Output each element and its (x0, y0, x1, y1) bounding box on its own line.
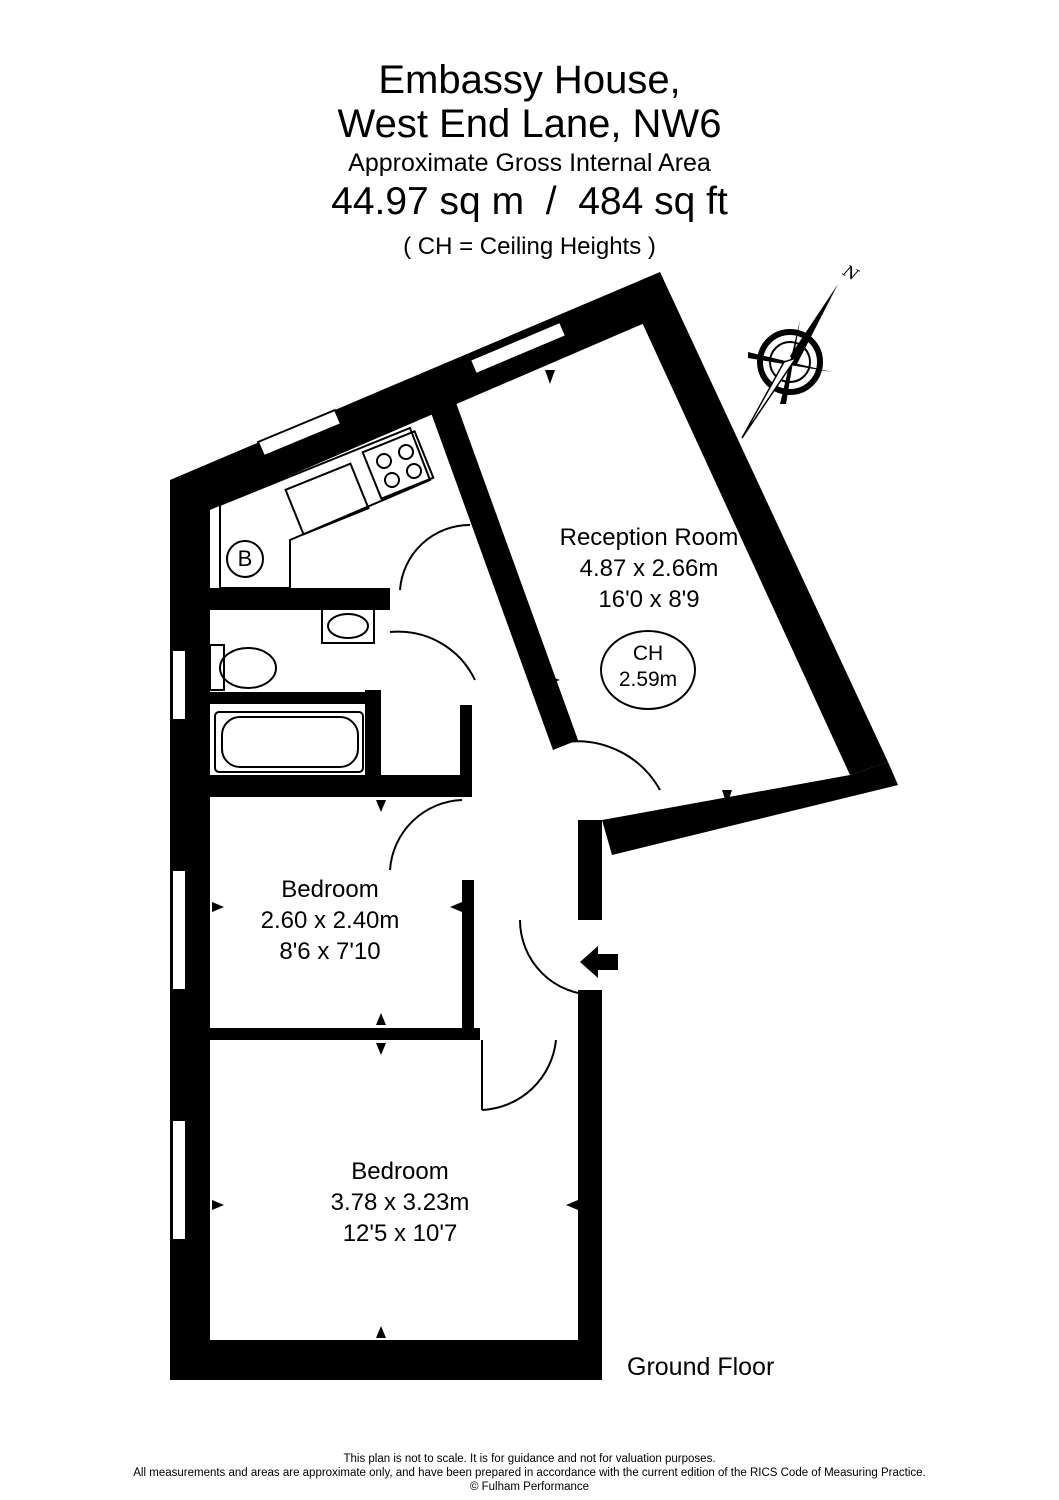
hob-icon (361, 430, 435, 500)
bedroom2-label: Bedroom 3.78 x 3.23m 12'5 x 10'7 (300, 1156, 500, 1249)
disclaimer-footer: This plan is not to scale. It is for gui… (0, 1452, 1059, 1494)
hall-right-wall-upper (578, 820, 602, 920)
gross-area: 44.97 sq m / 484 sq ft (331, 180, 728, 223)
ceiling-height-badge: CH 2.59m (600, 630, 696, 710)
bottom-wall (170, 1340, 602, 1380)
bedroom1-label: Bedroom 2.60 x 2.40m 8'6 x 7'10 (230, 874, 430, 967)
window-bathroom (171, 649, 187, 721)
bathroom-fittings (209, 607, 375, 773)
dimension-markers (212, 370, 778, 1338)
bathroom-door-swing (389, 630, 476, 681)
bath-top-wall (210, 692, 380, 704)
kitchen-door-swing (399, 523, 471, 591)
property-title-line1: Embassy House, (378, 58, 681, 102)
ch-value: 2.59m (618, 668, 678, 691)
room-name: Bedroom (351, 1158, 449, 1185)
bedroom1-bottom-wall (210, 1028, 480, 1040)
bathroom-bottom-wall (210, 775, 472, 797)
toilet-cistern-icon (209, 644, 225, 691)
room-name: Reception Room (559, 524, 739, 551)
floor-label: Ground Floor (627, 1353, 775, 1381)
room-imperial: 16'0 x 8'9 (598, 586, 700, 613)
bath-right-wall (365, 690, 381, 790)
bedroom1-right-wall (462, 880, 474, 1030)
room-metric: 4.87 x 2.66m (579, 555, 719, 582)
bath-icon (214, 711, 364, 773)
right-wall (640, 272, 888, 775)
room-imperial: 12'5 x 10'7 (342, 1220, 458, 1247)
windows (171, 320, 568, 1241)
dimension-arrow-icon (546, 675, 560, 684)
copyright-line: © Fulham Performance (469, 1481, 590, 1493)
bedroom2-door-swing (481, 1039, 557, 1111)
reception-left-wall (430, 400, 578, 750)
compass-north-label: N (839, 261, 862, 285)
bath-inner-icon (221, 716, 359, 768)
dimension-arrow-icon (766, 580, 778, 593)
sink-icon (284, 462, 370, 536)
window-kitchen (256, 408, 343, 458)
toilet-icon (219, 647, 277, 689)
room-metric: 2.60 x 2.40m (260, 907, 400, 934)
hob-ring-icon (406, 463, 422, 479)
dimension-arrow-icon (376, 1043, 386, 1055)
dimension-arrow-icon (566, 1200, 578, 1210)
reception-room-label: Reception Room 4.87 x 2.66m 16'0 x 8'9 (540, 522, 758, 615)
door-swings (389, 523, 661, 1111)
dimension-arrow-icon (212, 1200, 224, 1210)
entrance-arrow-icon (580, 946, 618, 978)
hob-ring-icon (398, 444, 414, 460)
room-metric: 3.78 x 3.23m (330, 1189, 470, 1216)
disclaimer-line1: This plan is not to scale. It is for gui… (343, 1453, 716, 1465)
basin-icon (321, 607, 375, 644)
hall-right-wall-lower (578, 990, 602, 1380)
window-bedroom2 (171, 1119, 187, 1241)
dimension-arrow-icon (376, 1326, 386, 1338)
room-name: Bedroom (281, 876, 379, 903)
entrance-door-swing (519, 919, 596, 996)
hob-ring-icon (384, 472, 400, 488)
hob-ring-icon (376, 453, 392, 469)
dimension-arrow-icon (545, 370, 555, 384)
window-bedroom1 (171, 869, 187, 991)
ch-label: CH (632, 642, 664, 665)
cupboard-right-wall (460, 705, 472, 790)
area-subtitle: Approximate Gross Internal Area (348, 149, 711, 177)
kitchen-units (219, 426, 435, 589)
window-reception (468, 320, 568, 376)
property-title-line2: West End Lane, NW6 (337, 102, 722, 146)
top-wall (170, 272, 675, 510)
room-imperial: 8'6 x 7'10 (279, 938, 381, 965)
kitchen-bottom-wall (210, 588, 390, 610)
reception-door-swing (564, 740, 661, 791)
kitchen-worktop (219, 426, 432, 589)
reception-bottom-wall (602, 762, 898, 855)
bedroom1-door-swing (389, 799, 463, 871)
dimension-arrow-icon (376, 800, 386, 812)
disclaimer-line2: All measurements and areas are approxima… (133, 1467, 926, 1479)
boiler-marker: B (226, 540, 264, 578)
dimension-arrow-icon (212, 902, 224, 912)
dimension-arrow-icon (450, 902, 462, 912)
plan-header: Embassy House, West End Lane, NW6 Approx… (0, 58, 1059, 262)
compass-rose-icon (741, 284, 838, 439)
dimension-arrow-icon (376, 1013, 386, 1025)
basin-bowl-icon (327, 613, 369, 639)
dimension-arrow-icon (722, 790, 732, 805)
ceiling-height-note: ( CH = Ceiling Heights ) (403, 233, 656, 260)
